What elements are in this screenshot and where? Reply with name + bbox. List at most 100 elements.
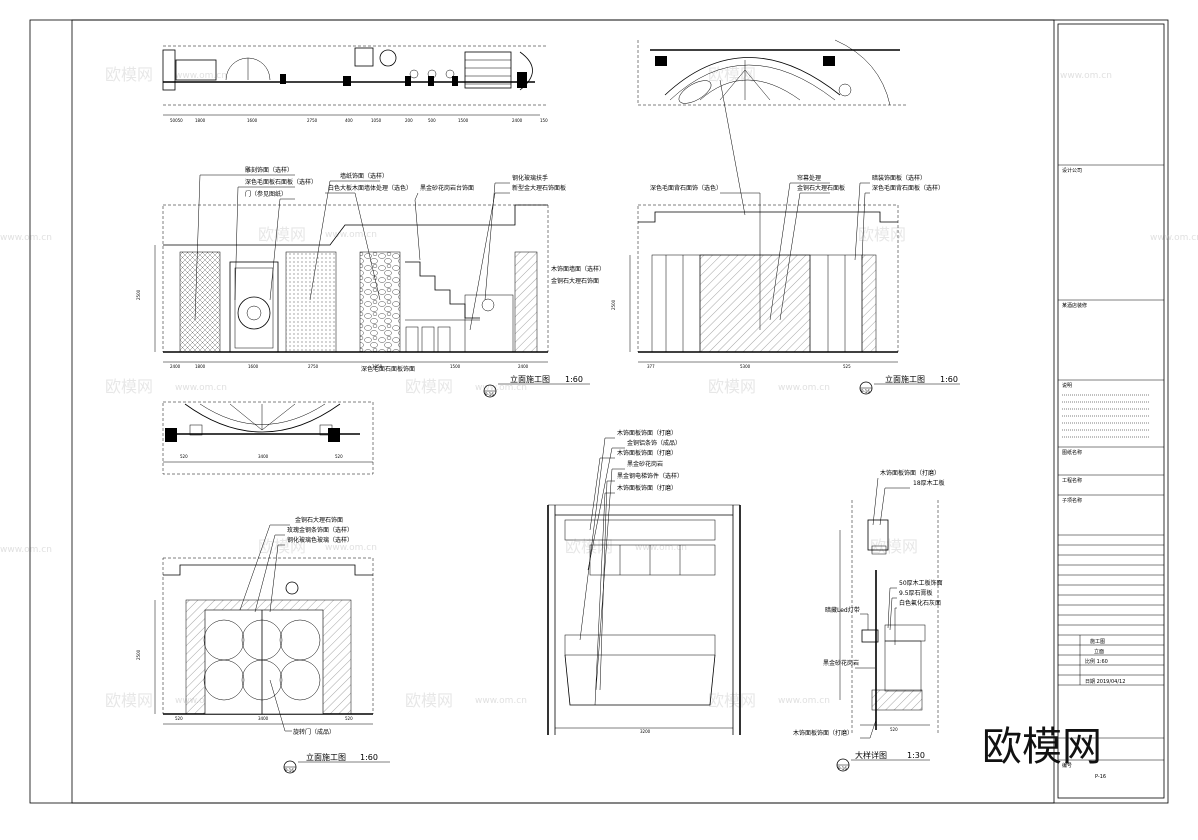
detail-right-callouts: 木饰面板饰面（打磨） 18厚木工板 50厚木工板饰面 9.5厚石膏板 白色氟化石… xyxy=(793,469,945,739)
svg-text:编号: 编号 xyxy=(1062,762,1072,769)
svg-text:2500: 2500 xyxy=(611,299,616,310)
svg-text:欧模网: 欧模网 xyxy=(870,537,918,556)
svg-text:2400: 2400 xyxy=(170,364,181,369)
svg-text:金铜石大理石饰面: 金铜石大理石饰面 xyxy=(551,277,599,285)
svg-text:白色大板木面墙体处理（选色）: 白色大板木面墙体处理（选色） xyxy=(328,184,412,192)
svg-text:黑金砂花岗岩台饰面: 黑金砂花岗岩台饰面 xyxy=(420,184,474,192)
svg-text:欧模网: 欧模网 xyxy=(258,225,306,244)
svg-text:黑金砂花岗岩: 黑金砂花岗岩 xyxy=(627,460,663,468)
svg-text:欧模网: 欧模网 xyxy=(105,691,153,710)
svg-text:2500: 2500 xyxy=(136,649,141,660)
svg-text:深色毛面背石面饰（选色）: 深色毛面背石面饰（选色） xyxy=(650,184,722,192)
svg-text:525: 525 xyxy=(843,364,851,369)
svg-text:木饰面板饰面（打磨）: 木饰面板饰面（打磨） xyxy=(617,449,677,457)
elevation-1: 2400 1800 1600 2750 1050 1500 2400 2500 xyxy=(136,204,549,369)
svg-text:1600: 1600 xyxy=(247,118,258,123)
svg-text:www.om.cn: www.om.cn xyxy=(1150,233,1198,243)
svg-text:1050: 1050 xyxy=(371,118,382,123)
svg-text:欧模网: 欧模网 xyxy=(565,537,613,556)
svg-text:木饰面板饰面（打磨）: 木饰面板饰面（打磨） xyxy=(880,469,940,477)
svg-text:1600: 1600 xyxy=(248,364,259,369)
svg-text:377: 377 xyxy=(647,364,655,369)
plan-curved-middle-left: 520 3400 520 xyxy=(162,401,374,475)
svg-text:某酒店装修: 某酒店装修 xyxy=(1062,302,1087,309)
svg-text:1050: 1050 xyxy=(372,364,383,369)
svg-text:欧模网: 欧模网 xyxy=(858,225,906,244)
svg-text:5300: 5300 xyxy=(740,364,751,369)
svg-text:帘幕处理: 帘幕处理 xyxy=(797,174,821,182)
svg-text:2500: 2500 xyxy=(136,289,141,300)
svg-text:立面施工图: 立面施工图 xyxy=(510,374,550,384)
svg-text:深色毛面背石面板（选样）: 深色毛面背石面板（选样） xyxy=(872,184,944,192)
svg-text:1800: 1800 xyxy=(195,118,206,123)
svg-text:www.om.cn: www.om.cn xyxy=(0,545,52,555)
svg-text:2750: 2750 xyxy=(308,364,319,369)
svg-text:520: 520 xyxy=(890,727,898,732)
svg-text:www.om.cn: www.om.cn xyxy=(635,543,687,553)
plan-curved-top-right xyxy=(637,39,906,106)
svg-text:深色毛面石面板饰面: 深色毛面石面板饰面 xyxy=(361,365,415,373)
svg-text:子项名称: 子项名称 xyxy=(1062,497,1082,504)
svg-text:比例 1:60: 比例 1:60 xyxy=(1085,658,1108,665)
svg-text:1:60: 1:60 xyxy=(565,375,583,384)
svg-text:520: 520 xyxy=(180,454,188,459)
svg-text:木饰面板饰面（打磨）: 木饰面板饰面（打磨） xyxy=(793,729,853,737)
svg-text:雕刻饰面（选样）: 雕刻饰面（选样） xyxy=(245,166,293,174)
svg-text:墙纸饰面（选样）: 墙纸饰面（选样） xyxy=(340,172,388,180)
svg-text:欧模网: 欧模网 xyxy=(258,537,306,556)
svg-text:白色氟化石灰面: 白色氟化石灰面 xyxy=(899,599,941,607)
svg-text:木饰面板饰面（打磨）: 木饰面板饰面（打磨） xyxy=(617,484,677,492)
svg-text:欧模网: 欧模网 xyxy=(982,724,1102,770)
plan-strip-top-left: 50050 1800 1600 2750 400 1050 200 500 15… xyxy=(162,45,548,123)
svg-text:500: 500 xyxy=(428,118,436,123)
svg-text:www.om.cn: www.om.cn xyxy=(1060,71,1112,81)
detail-section-right: 520 xyxy=(839,500,939,735)
svg-text:钢化玻璃色玻璃（选样）: 钢化玻璃色玻璃（选样） xyxy=(287,536,353,544)
svg-text:50厚木工板饰面: 50厚木工板饰面 xyxy=(899,579,943,587)
svg-text:2400: 2400 xyxy=(512,118,523,123)
elev3-title: P-16 立面施工图 1:60 xyxy=(283,581,390,774)
svg-text:www.om.cn: www.om.cn xyxy=(475,383,527,393)
svg-text:P-16: P-16 xyxy=(485,392,494,397)
elev1-title: P-16 立面施工图 1:60 xyxy=(483,374,590,398)
svg-text:图纸名称: 图纸名称 xyxy=(1062,449,1082,456)
svg-text:欧模网: 欧模网 xyxy=(405,377,453,396)
svg-text:3400: 3400 xyxy=(258,716,269,721)
svg-text:www.om.cn: www.om.cn xyxy=(175,71,227,81)
svg-text:3200: 3200 xyxy=(640,729,651,734)
svg-text:150: 150 xyxy=(540,118,548,123)
inner-border xyxy=(71,19,1055,804)
detail-title: P-16 大样详图 1:30 xyxy=(836,750,930,772)
svg-text:木饰面墙面（选样）: 木饰面墙面（选样） xyxy=(551,265,605,273)
svg-text:木饰面板饰面（打磨）: 木饰面板饰面（打磨） xyxy=(617,429,677,437)
svg-text:欧模网: 欧模网 xyxy=(708,65,756,84)
svg-text:立面施工图: 立面施工图 xyxy=(306,752,346,762)
svg-text:1:60: 1:60 xyxy=(940,375,958,384)
svg-text:说明: 说明 xyxy=(1062,382,1072,389)
svg-text:欧模网: 欧模网 xyxy=(708,377,756,396)
svg-text:工程名称: 工程名称 xyxy=(1062,477,1082,484)
svg-text:2400: 2400 xyxy=(518,364,529,369)
svg-text:2750: 2750 xyxy=(307,118,318,123)
svg-text:立面: 立面 xyxy=(1094,648,1104,655)
svg-text:9.5厚石膏板: 9.5厚石膏板 xyxy=(899,589,933,597)
svg-text:1500: 1500 xyxy=(450,364,461,369)
svg-text:P-16: P-16 xyxy=(285,768,294,773)
svg-text:暗装饰面板（选样）: 暗装饰面板（选样） xyxy=(872,174,926,182)
svg-text:设计公司: 设计公司 xyxy=(1062,167,1082,174)
svg-text:施工图: 施工图 xyxy=(1090,638,1105,645)
svg-text:暗藏Led灯带: 暗藏Led灯带 xyxy=(825,606,860,614)
svg-text:欧模网: 欧模网 xyxy=(105,377,153,396)
svg-text:1800: 1800 xyxy=(195,364,206,369)
svg-text:玫瑰金钢条饰面（选样）: 玫瑰金钢条饰面（选样） xyxy=(287,526,353,534)
svg-text:P-16: P-16 xyxy=(1095,774,1106,780)
svg-text:520: 520 xyxy=(345,716,353,721)
watermarks: 欧模网 www.om.cn 欧模网 www.om.cn 欧模网 www.om.c… xyxy=(0,65,1198,710)
svg-text:深色毛面板石面板（选样）: 深色毛面板石面板（选样） xyxy=(245,178,317,186)
svg-text:日期 2019/04/12: 日期 2019/04/12 xyxy=(1085,679,1125,685)
svg-text:金铜石大理石饰面: 金铜石大理石饰面 xyxy=(295,516,343,524)
svg-text:1:30: 1:30 xyxy=(907,751,925,760)
svg-text:www.om.cn: www.om.cn xyxy=(0,233,52,243)
svg-text:钢化玻璃扶手: 钢化玻璃扶手 xyxy=(512,174,548,182)
